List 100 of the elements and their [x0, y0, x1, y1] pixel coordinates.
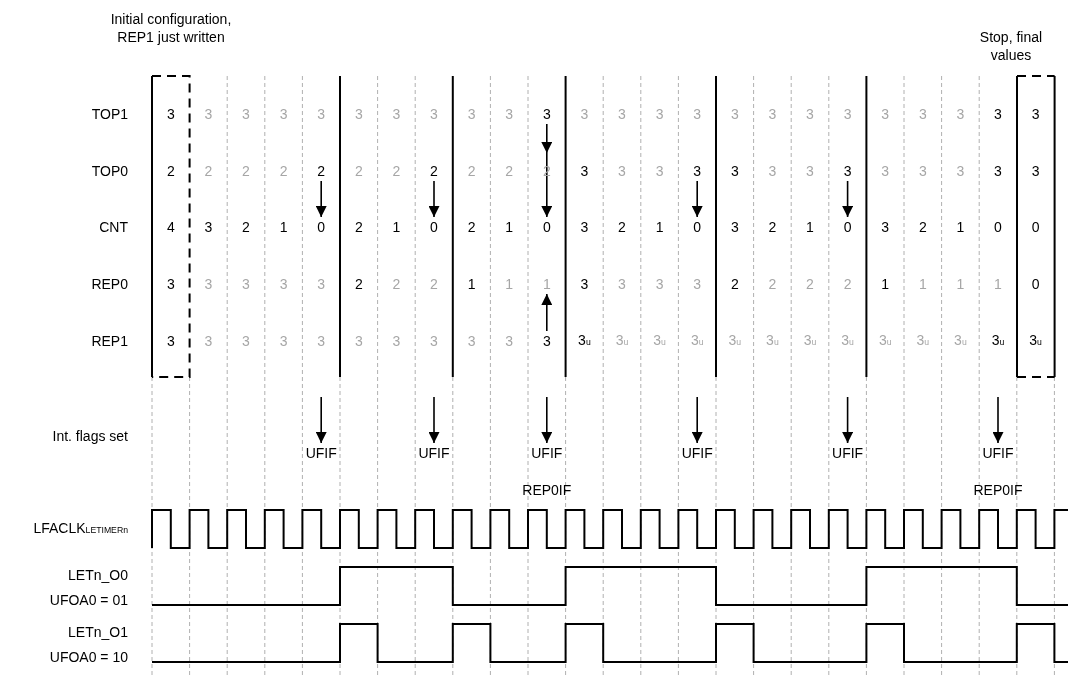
cell-value: 3: [392, 332, 401, 350]
row-label: TOP0: [91, 162, 128, 180]
cell-value: 1: [279, 218, 288, 236]
flag-label: UFIF: [982, 444, 1014, 462]
row-label: REP0: [91, 275, 128, 293]
cell-value: 3: [354, 332, 363, 350]
cell-value: 3: [542, 105, 551, 123]
arrow: [992, 396, 1004, 444]
cell-value: 3: [730, 162, 739, 180]
cell-value: 2: [354, 218, 363, 236]
cell-value: 3: [317, 105, 326, 123]
cell-value: 1: [542, 275, 551, 293]
cell-value: 3: [392, 105, 401, 123]
cell-value: 3: [693, 105, 702, 123]
cell-value: 0: [430, 218, 438, 236]
arrow: [428, 180, 440, 218]
cell-value: 3: [467, 332, 476, 350]
cell-value: 3: [843, 162, 852, 180]
flag-label: REP0IF: [973, 481, 1023, 499]
column-heading: Stop, final values: [978, 28, 1044, 64]
cell-value: 2: [392, 275, 401, 293]
flag-label: REP0IF: [522, 481, 572, 499]
cell-value: 3: [467, 105, 476, 123]
cell-value: 3: [317, 275, 326, 293]
arrow: [315, 180, 327, 218]
cell-value: 3: [881, 218, 890, 236]
cell-value: 2: [467, 162, 476, 180]
cell-value: 2: [505, 162, 514, 180]
cell-value: 3: [994, 105, 1002, 123]
cell-value: 0: [1031, 218, 1040, 236]
cell-value: 3: [618, 275, 626, 293]
cell-value: 3: [542, 332, 551, 350]
cell-value: 3: [204, 218, 213, 236]
cell-value: 0: [1031, 275, 1040, 293]
arrow: [842, 396, 854, 444]
cell-value: 2: [317, 162, 326, 180]
cell-value: 2: [430, 275, 438, 293]
row-label: TOP1: [91, 105, 128, 123]
cell-value: 1: [956, 218, 965, 236]
cell-value: 3: [693, 162, 702, 180]
cell-value: 3: [1031, 105, 1040, 123]
row-label: UFOA0 = 10: [49, 648, 128, 666]
flag-label: UFIF: [681, 444, 713, 462]
cell-value: 1: [655, 218, 664, 236]
cell-value: 2: [392, 162, 401, 180]
cell-value: 0: [843, 218, 852, 236]
column-heading: Initial configuration, REP1 just written: [109, 10, 233, 46]
cell-value: 3: [1031, 162, 1040, 180]
flag-label: UFIF: [832, 444, 864, 462]
cell-value: 3: [918, 162, 927, 180]
cell-value: 1: [505, 218, 514, 236]
cell-value: 3: [655, 162, 664, 180]
cell-value: 3: [730, 218, 739, 236]
cell-value: 3: [881, 162, 890, 180]
cell-value: 4: [166, 218, 175, 236]
cell-value: 2: [430, 162, 438, 180]
cell-value: 1: [918, 275, 927, 293]
cell-value: 1: [806, 218, 814, 236]
row-label: LETn_O1: [68, 623, 128, 641]
cell-value: 3: [505, 105, 514, 123]
arrow: [842, 180, 854, 218]
cell-value: 3: [242, 275, 250, 293]
flag-label: UFIF: [531, 444, 563, 462]
cell-value: 3: [994, 162, 1002, 180]
cell-value: 3: [204, 332, 213, 350]
arrow: [691, 180, 703, 218]
arrow: [428, 396, 440, 444]
cell-value: 3: [166, 332, 175, 350]
cell-value: 3: [279, 105, 288, 123]
cell-value: 2: [242, 162, 250, 180]
cell-value: 1: [881, 275, 890, 293]
cell-value: 3: [843, 105, 852, 123]
cell-value: 3: [354, 105, 363, 123]
cell-value: 2: [768, 275, 777, 293]
cell-value: 2: [279, 162, 288, 180]
cell-value: 2: [806, 275, 814, 293]
cell-value: 2: [918, 218, 927, 236]
cell-value: 2: [354, 162, 363, 180]
cell-value: 2: [166, 162, 175, 180]
cell-value: 3: [618, 162, 626, 180]
cell-value: 3: [242, 332, 250, 350]
arrow: [541, 396, 553, 444]
cell-value: 2: [242, 218, 250, 236]
row-label: UFOA0 = 01: [49, 591, 128, 609]
cell-value: 3: [580, 105, 589, 123]
cell-value: 2: [843, 275, 852, 293]
row-label: LETn_O0: [68, 566, 128, 584]
cell-value: 3: [505, 332, 514, 350]
cell-value: 3: [279, 275, 288, 293]
cell-value: 3: [580, 162, 589, 180]
cell-value: 3: [166, 105, 175, 123]
arrow: [315, 396, 327, 444]
row-label: CNT: [99, 218, 128, 236]
cell-value: 3: [730, 105, 739, 123]
cell-value: 3: [580, 218, 589, 236]
arrow: [691, 396, 703, 444]
cell-value: 3: [806, 105, 814, 123]
cell-value: 0: [994, 218, 1002, 236]
cell-value: 0: [693, 218, 702, 236]
cell-value: 3: [204, 105, 213, 123]
